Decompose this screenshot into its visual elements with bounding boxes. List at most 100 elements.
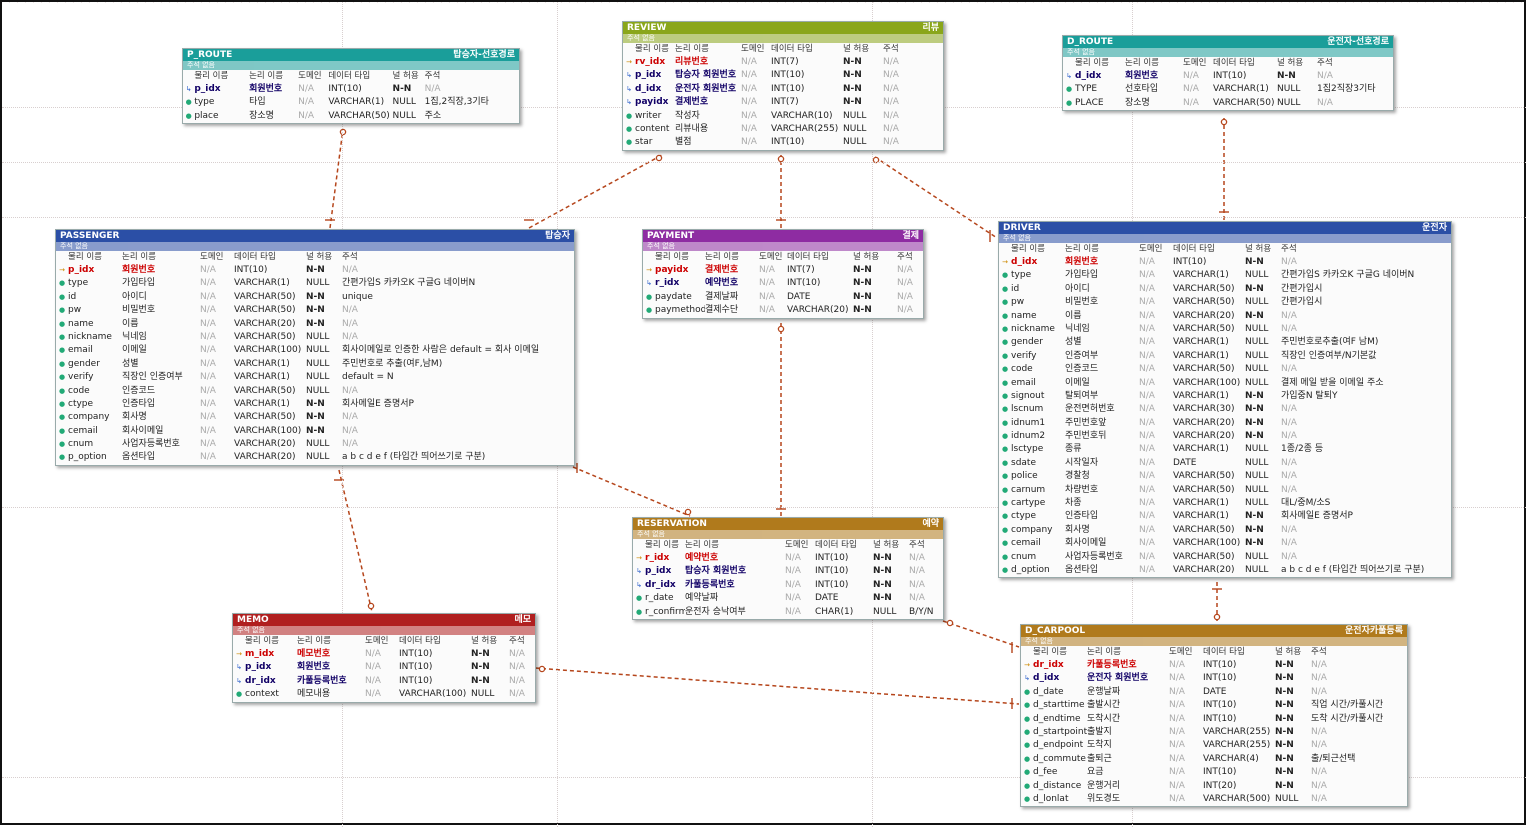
physical-name: signout (1011, 390, 1045, 401)
relation-passenger-reservation[interactable] (572, 466, 691, 517)
comment: N/A (342, 305, 358, 316)
relation-passenger-p-route[interactable] (329, 128, 344, 229)
column-header-dtype: 데이터 타입 (1203, 647, 1245, 657)
nullable: N-N (306, 318, 325, 329)
relation-review-driver[interactable] (874, 156, 998, 239)
relation-memo-d-carpool[interactable] (534, 667, 1020, 705)
relation-passenger-review[interactable] (528, 154, 663, 229)
relation-passenger-memo[interactable] (338, 469, 373, 613)
relation-reservation-d-carpool[interactable] (942, 620, 1020, 648)
column-dot-icon: ● (58, 373, 66, 382)
data-type: VARCHAR(100) (234, 425, 302, 436)
domain: N/A (785, 553, 801, 563)
